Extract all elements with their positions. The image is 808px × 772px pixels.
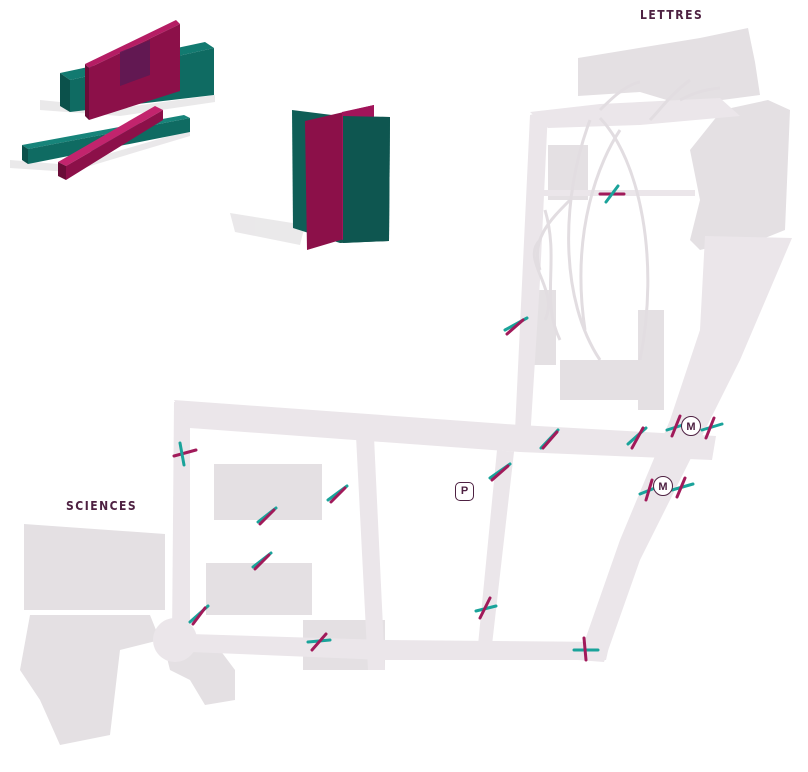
sculpture-illustrations (10, 20, 390, 250)
sculpture-marker-icon[interactable] (488, 462, 512, 482)
metro-icon[interactable]: M (653, 476, 673, 496)
sculpture-crossed-long (60, 20, 214, 120)
sculpture-marker-icon[interactable] (626, 426, 648, 450)
sculpture-marker-icon[interactable] (172, 441, 198, 467)
sculpture-marker-icon[interactable] (700, 416, 724, 440)
sculpture-marker-icon[interactable] (326, 484, 349, 504)
garden-paths (532, 78, 721, 361)
sculpture-marker-icon[interactable] (572, 636, 600, 662)
sculpture-upright-cross (292, 105, 390, 250)
parking-icon[interactable]: P (455, 482, 474, 501)
sculpture-marker-icon[interactable] (474, 596, 498, 620)
sculpture-marker-icon[interactable] (670, 476, 695, 499)
sculpture-marker-icon[interactable] (256, 506, 278, 526)
sculpture-markers (172, 184, 724, 662)
metro-icon[interactable]: M (681, 416, 701, 436)
paths (153, 98, 792, 670)
sculpture-marker-icon[interactable] (503, 316, 529, 336)
lettres-label: LETTRES (640, 8, 704, 22)
sciences-label: SCIENCES (66, 499, 138, 513)
sculpture-marker-icon[interactable] (251, 551, 273, 571)
sculpture-marker-icon[interactable] (539, 428, 560, 450)
sculpture-marker-icon[interactable] (188, 604, 210, 626)
sculpture-flat-x (22, 106, 190, 180)
sculpture-marker-icon[interactable] (306, 632, 332, 652)
sculpture-marker-icon[interactable] (598, 184, 626, 204)
